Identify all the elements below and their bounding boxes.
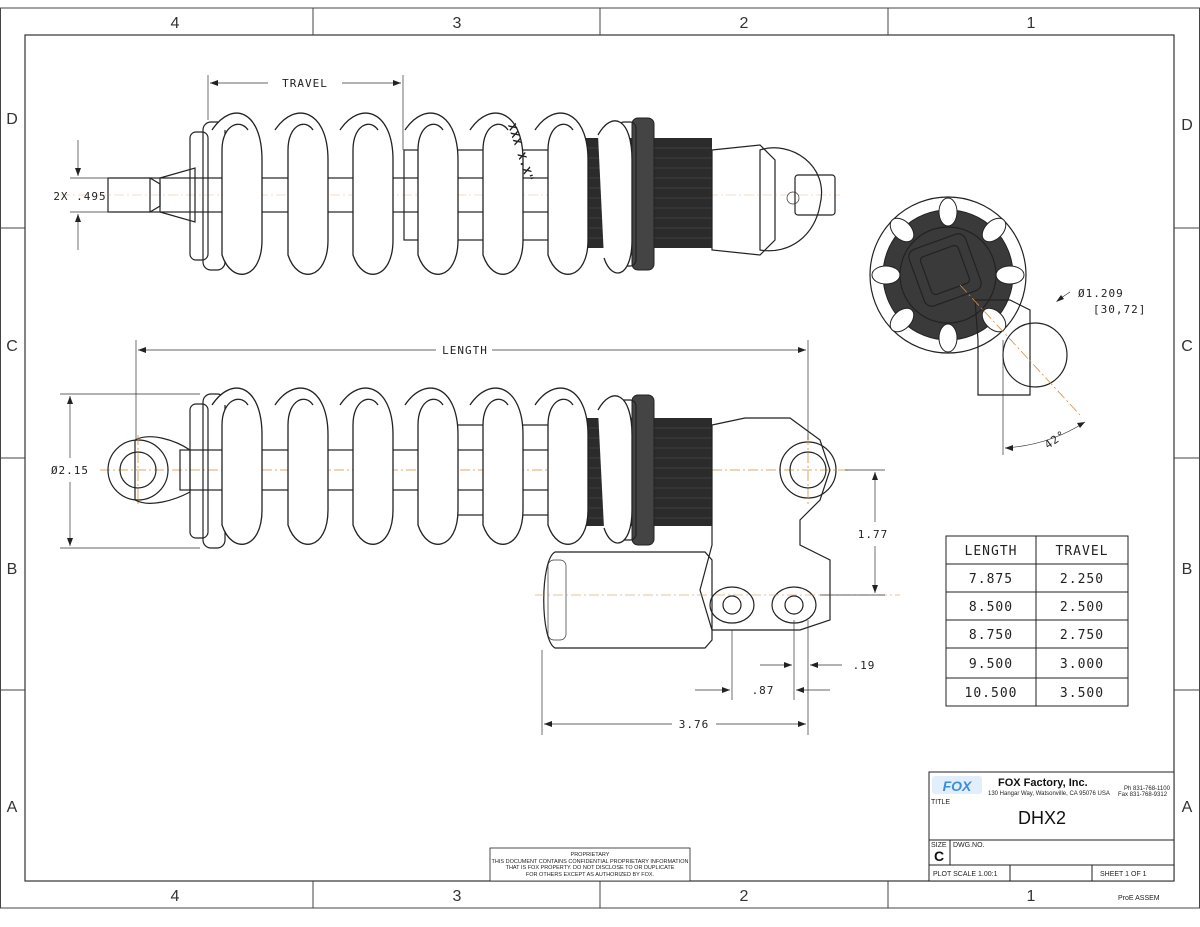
zone-col-3-top: 3 <box>453 15 462 32</box>
zone-col-1-top: 1 <box>1027 15 1036 32</box>
table-header-travel: TRAVEL <box>1056 544 1109 559</box>
coil-spring-top <box>211 112 633 275</box>
shock-top-view: XXX X.X" <box>60 112 840 275</box>
mount-dia-dimension: 2X .495 <box>53 140 110 250</box>
length-label: LENGTH <box>442 344 488 357</box>
eye-dia-dimension: Ø2.15 <box>51 393 200 549</box>
dwg-no-label: DWG.NO. <box>953 842 985 849</box>
height-label: 1.77 <box>858 528 889 541</box>
company-address: 130 Hangar Way, Watsonville, CA 95076 US… <box>988 791 1110 797</box>
offset-c-label: 3.76 <box>679 718 710 731</box>
zone-col-2-top: 2 <box>740 15 749 32</box>
zone-row-b-right: B <box>1182 561 1193 578</box>
reservoir-dia-mm-label: [30,72] <box>1093 303 1146 316</box>
zone-dividers <box>0 8 1200 908</box>
offset-a-label: .19 <box>853 659 876 672</box>
table-cell: 3.000 <box>1060 657 1104 672</box>
reservoir-dia-dimension: Ø1.209 [30,72] <box>1056 287 1146 316</box>
table-cell: 2.250 <box>1060 572 1104 587</box>
table-header-length: LENGTH <box>965 544 1018 559</box>
zone-row-c-right: C <box>1181 338 1193 355</box>
length-travel-table: LENGTH TRAVEL 7.875 2.250 8.500 2.500 8.… <box>945 535 1129 707</box>
table-cell: 2.500 <box>1060 600 1104 615</box>
zone-row-d-right: D <box>1181 117 1193 134</box>
zone-col-3-bottom: 3 <box>453 888 462 905</box>
proprietary-notice: PROPRIETARY THIS DOCUMENT CONTAINS CONFI… <box>489 847 691 882</box>
reservoir-dia-label: Ø1.209 <box>1078 287 1124 300</box>
height-dimension: 1.77 <box>820 469 889 596</box>
table-cell: 8.500 <box>969 600 1013 615</box>
bottom-dimensions: .19 .87 3.76 <box>541 620 876 735</box>
assem-label: ProE ASSEM <box>1118 895 1160 902</box>
company-fax: Fax 831-768-9312 <box>1118 792 1168 798</box>
eyelet-head-top <box>711 144 776 256</box>
zone-row-c-left: C <box>6 338 18 355</box>
table-cell: 2.750 <box>1060 628 1104 643</box>
proprietary-line-1: PROPRIETARY <box>571 852 610 858</box>
table-cell: 8.750 <box>969 628 1013 643</box>
zone-row-b-left: B <box>7 561 18 578</box>
mount-dia-label: 2X .495 <box>53 190 106 203</box>
proprietary-line-4: FOR OTHERS EXCEPT AS AUTHORIZED BY FOX. <box>526 872 655 878</box>
zone-row-a-right: A <box>1182 799 1193 816</box>
reservoir-end <box>1002 322 1068 388</box>
reservoir-front <box>543 551 713 649</box>
fox-logo: FOX <box>943 778 973 794</box>
table-cell: 10.500 <box>965 686 1018 701</box>
travel-dimension: TRAVEL <box>207 75 404 150</box>
damper-head <box>699 417 831 631</box>
title-label: TITLE <box>931 799 950 806</box>
angle-label: 42° <box>1042 428 1068 452</box>
shock-end-view <box>869 196 1081 455</box>
length-dimension: LENGTH <box>135 340 809 440</box>
company-name: FOX Factory, Inc. <box>998 777 1088 789</box>
zone-col-1-bottom: 1 <box>1027 888 1036 905</box>
table-cell: 7.875 <box>969 572 1013 587</box>
title-block: FOX FOX Factory, Inc. 130 Hangar Way, Wa… <box>928 771 1175 882</box>
table-cell: 9.500 <box>969 657 1013 672</box>
zone-col-2-bottom: 2 <box>740 888 749 905</box>
size-label: SIZE <box>931 842 947 849</box>
coil-spring-front <box>211 387 633 545</box>
zone-col-4-bottom: 4 <box>171 888 180 905</box>
company-phone: Ph 831-768-1100 <box>1124 786 1171 792</box>
zone-col-4-top: 4 <box>171 15 180 32</box>
zone-row-a-left: A <box>7 799 18 816</box>
offset-b-label: .87 <box>752 684 775 697</box>
eye-dia-label: Ø2.15 <box>51 464 89 477</box>
size-value: C <box>934 848 944 864</box>
table-cell: 3.500 <box>1060 686 1104 701</box>
travel-label: TRAVEL <box>282 77 328 90</box>
shock-front-view <box>100 387 900 649</box>
proprietary-line-3: THAT IS FOX PROPERTY. DO NOT DISCLOSE TO… <box>506 865 675 871</box>
drawing-title: DHX2 <box>1018 808 1066 828</box>
angle-dimension: 42° <box>1004 421 1086 452</box>
plot-scale: PLOT SCALE 1.00:1 <box>933 871 998 878</box>
sheet-number: SHEET 1 OF 1 <box>1100 871 1147 878</box>
proprietary-line-2: THIS DOCUMENT CONTAINS CONFIDENTIAL PROP… <box>492 859 689 865</box>
zone-row-d-left: D <box>6 111 18 128</box>
